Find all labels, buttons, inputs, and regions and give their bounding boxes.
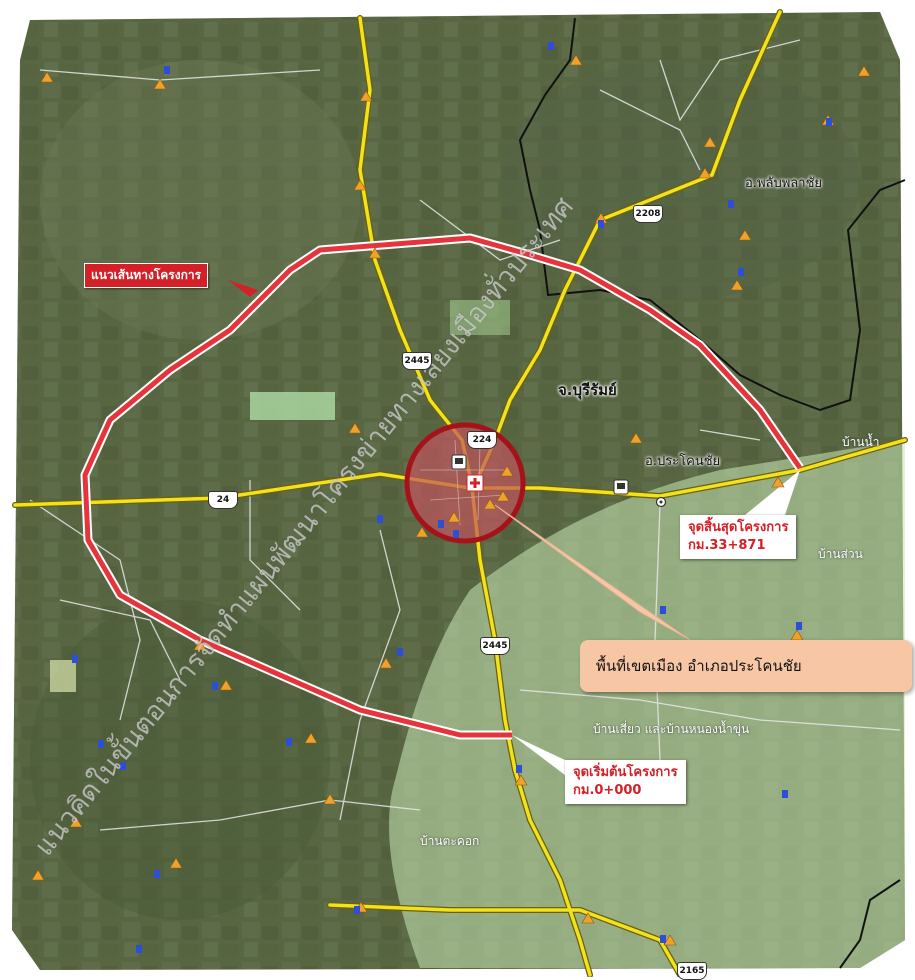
urban-area-callout: พื้นที่เขตเมือง อำเภอประโคนชัย bbox=[580, 640, 912, 692]
road-shield-2208: 2208 bbox=[633, 205, 663, 223]
village-label-2: บ้านส่วน bbox=[818, 547, 863, 561]
end-point-km: กม.33+871 bbox=[688, 538, 766, 553]
flag-marker-icon bbox=[72, 42, 832, 953]
road-shield-24: 24 bbox=[208, 491, 238, 509]
start-point-callout: จุดเริ่มต้นโครงการ กม.0+000 bbox=[565, 760, 686, 804]
road-shield-2165: 2165 bbox=[677, 962, 707, 980]
road-shield-224: 224 bbox=[467, 431, 497, 449]
village-label-1: บ้านน้ำ bbox=[842, 435, 880, 449]
district-boundary bbox=[518, 17, 906, 412]
district-label-prakhon-chai: อ.ประโคนชัย bbox=[645, 454, 721, 469]
bus-stop-icon bbox=[451, 454, 629, 495]
location-circle-icon bbox=[655, 496, 667, 508]
project-route-label: แนวเส้นทางโครงการ bbox=[84, 263, 209, 288]
village-label-3: บ้านเสี่ยว และบ้านหนองน้ำขุ่น bbox=[593, 722, 750, 736]
green-zone bbox=[389, 440, 905, 968]
road-shield-2445-north: 2445 bbox=[402, 352, 432, 370]
district-label-phlapphla-chai: อ.พลับพลาชัย bbox=[745, 176, 823, 191]
end-point-callout: จุดสิ้นสุดโครงการ กม.33+871 bbox=[680, 515, 797, 559]
hospital-icon bbox=[466, 474, 484, 492]
end-point-title: จุดสิ้นสุดโครงการ bbox=[688, 520, 789, 535]
province-label: จ.บุรีรัมย์ bbox=[558, 381, 617, 399]
start-point-title: จุดเริ่มต้นโครงการ bbox=[573, 765, 678, 780]
village-label-4: บ้านตะคอก bbox=[420, 834, 480, 848]
urban-callout-pointer bbox=[494, 504, 691, 641]
urban-area-circle[interactable] bbox=[404, 422, 526, 544]
end-callout-pointer bbox=[745, 470, 800, 515]
route-label-pointer bbox=[228, 280, 258, 297]
start-point-km: กม.0+000 bbox=[573, 783, 642, 798]
start-callout-pointer bbox=[512, 735, 565, 775]
road-shield-2445-south: 2445 bbox=[480, 637, 510, 655]
